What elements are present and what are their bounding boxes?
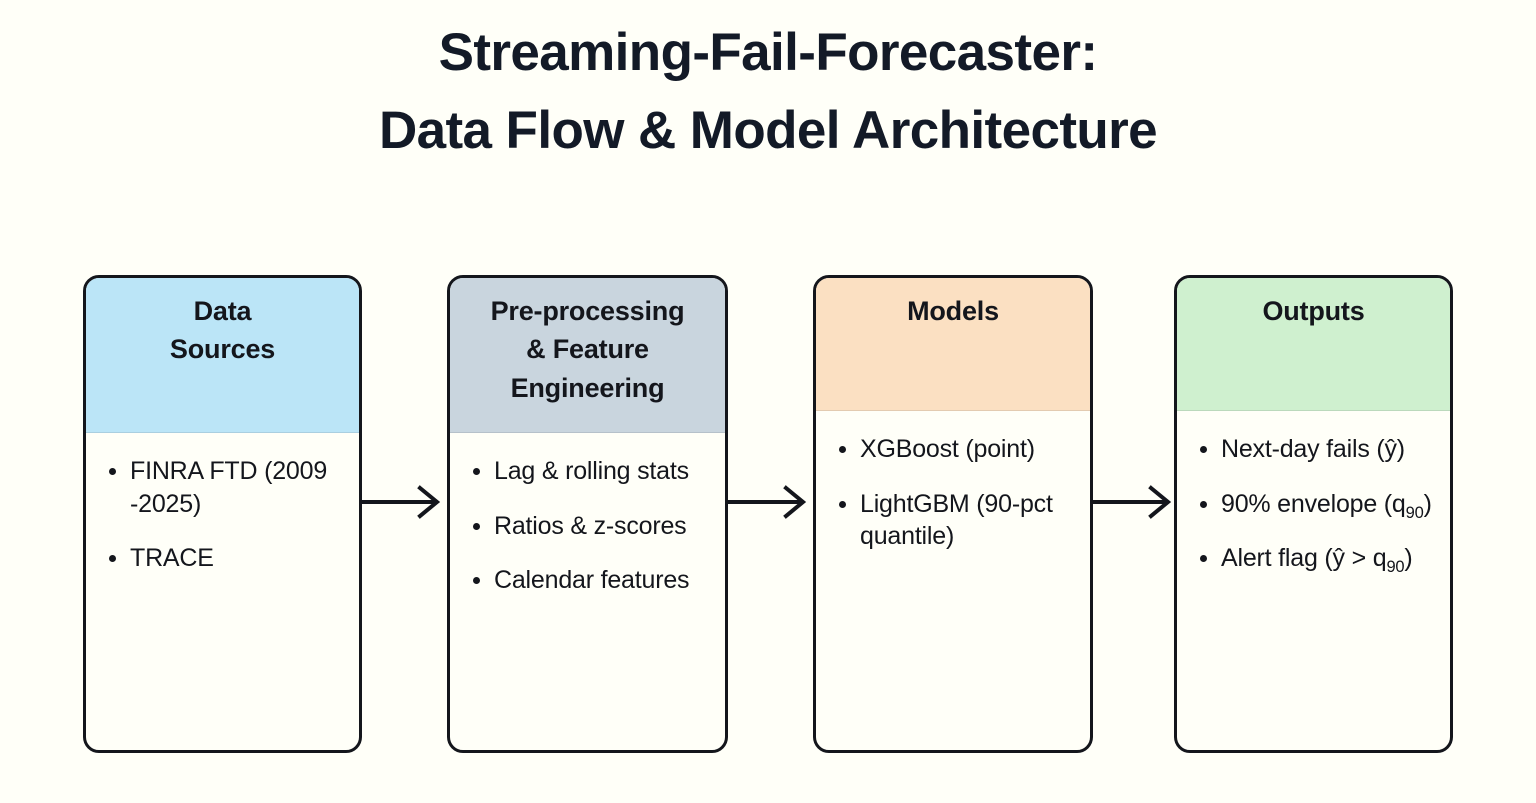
node-header-outputs: Outputs <box>1177 278 1450 411</box>
arrow-right-icon <box>362 482 448 522</box>
page-title: Streaming-Fail-Forecaster: Data Flow & M… <box>0 14 1536 170</box>
title-line-2: Data Flow & Model Architecture <box>378 100 1158 160</box>
list-item: Lag & rolling stats <box>464 455 711 488</box>
node-body-outputs: Next-day fails (ŷ) 90% envelope (q90) Al… <box>1177 411 1450 750</box>
bullet-list-preprocessing: Lag & rolling stats Ratios & z-scores Ca… <box>464 455 711 597</box>
arrow-right-icon <box>1093 482 1179 522</box>
list-item: LightGBM (90-pct quantile) <box>830 488 1076 553</box>
bullet-list-models: XGBoost (point) LightGBM (90-pct quantil… <box>830 433 1076 553</box>
node-header-line: Outputs <box>1262 296 1365 326</box>
node-header-line: Sources <box>169 334 276 365</box>
list-item: 90% envelope (q90) <box>1191 488 1436 521</box>
node-header-preprocessing: Pre-processing & Feature Engineering <box>450 278 725 433</box>
list-item: FINRA FTD (2009 -2025) <box>100 455 345 520</box>
list-item: Calendar features <box>464 564 711 597</box>
node-body-preprocessing: Lag & rolling stats Ratios & z-scores Ca… <box>450 433 725 750</box>
node-outputs[interactable]: Outputs Next-day fails (ŷ) 90% envelope … <box>1174 275 1453 753</box>
list-item: XGBoost (point) <box>830 433 1076 466</box>
arrow-right-icon <box>728 482 814 522</box>
node-preprocessing[interactable]: Pre-processing & Feature Engineering Lag… <box>447 275 728 753</box>
node-header-line: Pre-processing <box>490 296 685 326</box>
node-header-line: & Feature <box>526 334 649 365</box>
title-line-1: Streaming-Fail-Forecaster: <box>438 23 1098 82</box>
node-body-models: XGBoost (point) LightGBM (90-pct quantil… <box>816 411 1090 750</box>
node-header-line: Models <box>907 296 999 326</box>
list-item: TRACE <box>100 542 345 575</box>
node-header-data-sources: Data Sources <box>86 278 359 433</box>
node-header-line: Engineering <box>510 372 665 403</box>
bullet-list-outputs: Next-day fails (ŷ) 90% envelope (q90) Al… <box>1191 433 1436 575</box>
flow-diagram: Data Sources FINRA FTD (2009 -2025) TRAC… <box>83 275 1453 753</box>
node-data-sources[interactable]: Data Sources FINRA FTD (2009 -2025) TRAC… <box>83 275 362 753</box>
bullet-list-data-sources: FINRA FTD (2009 -2025) TRACE <box>100 455 345 575</box>
node-header-models: Models <box>816 278 1090 411</box>
node-models[interactable]: Models XGBoost (point) LightGBM (90-pct … <box>813 275 1093 753</box>
node-body-data-sources: FINRA FTD (2009 -2025) TRACE <box>86 433 359 750</box>
node-header-line: Data <box>193 296 252 326</box>
list-item: Alert flag (ŷ > q90) <box>1191 542 1436 575</box>
list-item: Ratios & z-scores <box>464 510 711 543</box>
list-item: Next-day fails (ŷ) <box>1191 433 1436 466</box>
